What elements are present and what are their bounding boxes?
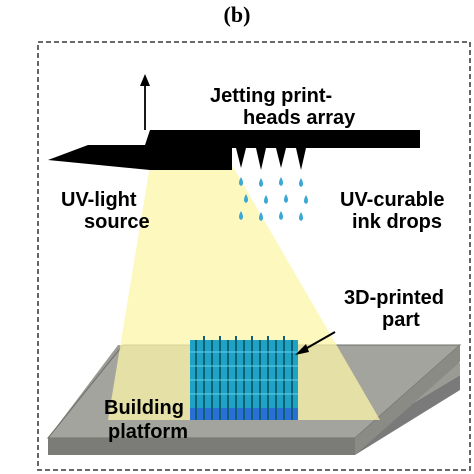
uv-light-label-line1: UV-light: [61, 189, 137, 211]
printhead-body: [48, 130, 420, 170]
motion-arrow-head: [140, 74, 150, 86]
jetting-label-line1: Jetting print-: [210, 85, 333, 107]
printhead-nozzles: [236, 148, 306, 170]
uv-light-label-line2: source: [84, 211, 150, 233]
dashed-frame: [37, 41, 471, 471]
ink-drops: [239, 177, 308, 221]
uv-light-cone: [108, 165, 380, 420]
ink-label-line1: UV-curable: [340, 189, 445, 211]
part-label-line1: 3D-printed: [344, 287, 444, 309]
part-label-line2: part: [382, 309, 420, 331]
jetting-label-line2: heads array: [243, 107, 356, 129]
part-pointer-arrowhead: [295, 344, 309, 355]
printed-part: [190, 336, 298, 420]
platform-label-line2: platform: [108, 421, 188, 443]
panel-label: (b): [223, 2, 251, 27]
platform-front: [48, 438, 355, 455]
ink-label-line2: ink drops: [352, 211, 443, 233]
platform-label-line1: Building: [104, 397, 184, 419]
platform-right: [355, 345, 460, 455]
